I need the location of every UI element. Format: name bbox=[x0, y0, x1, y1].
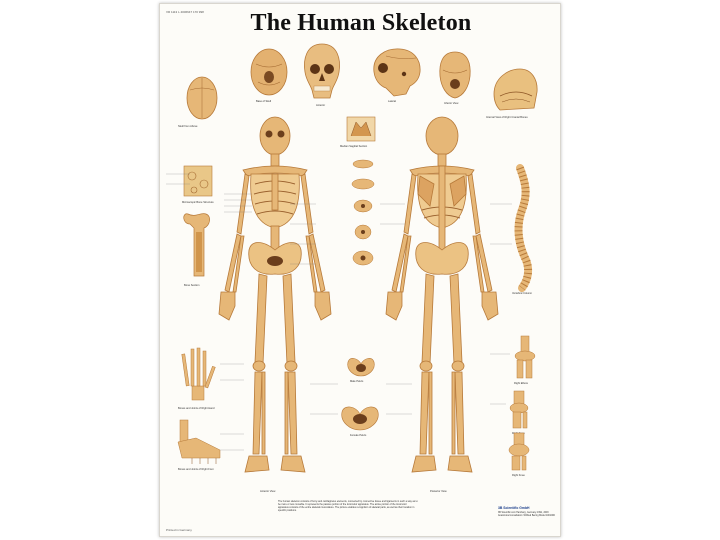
vertebral-column-figure bbox=[514, 164, 533, 292]
poster-description: The human skeleton consists of bony and … bbox=[278, 500, 418, 513]
skull-front-caption: Anterior bbox=[316, 104, 326, 107]
skull-top-caption: Skull from Above bbox=[178, 125, 198, 128]
skull-sagittal-view bbox=[493, 68, 538, 111]
femur-section-caption: Bone Section bbox=[184, 284, 200, 287]
skull-side-view bbox=[373, 48, 421, 97]
hand-bones-figure bbox=[181, 347, 216, 401]
posterior-skeleton-figure bbox=[385, 116, 499, 473]
skull-sagittal-caption: Internal View of Right Cranial Bones bbox=[486, 116, 528, 119]
foot-bones-figure bbox=[177, 419, 221, 464]
printed-in: Printed in Germany bbox=[166, 528, 192, 532]
hand-caption: Bones and Joints of Right Hand bbox=[178, 407, 215, 410]
bone-microscopic-caption: Microscopic Bone Structure bbox=[182, 201, 214, 204]
male-pelvis-figure bbox=[347, 358, 375, 377]
vertebral-column-caption: Vertebral Column bbox=[512, 292, 533, 295]
skull-base-caption: Base of Skull bbox=[256, 100, 272, 103]
female-pelvis-caption: Female Pelvis bbox=[350, 434, 367, 437]
skull-top-view bbox=[186, 76, 218, 120]
posterior-caption: Posterior View bbox=[430, 490, 447, 493]
vertebrae-details bbox=[351, 159, 375, 266]
foot-caption: Bones and Joints of Right Foot bbox=[178, 468, 214, 471]
publisher-logo: 3B Scientific GmbH bbox=[498, 506, 530, 510]
elbow-figure bbox=[514, 335, 536, 379]
male-pelvis-caption: Male Pelvis bbox=[350, 380, 364, 383]
poster-title: The Human Skeleton bbox=[250, 10, 472, 36]
knee-back-figure bbox=[508, 432, 530, 471]
median-section-figure bbox=[346, 116, 376, 142]
elbow-caption: Right Elbow bbox=[514, 382, 528, 385]
anterior-caption: Anterior View bbox=[260, 490, 276, 493]
anterior-skeleton-figure bbox=[218, 116, 332, 473]
bone-microscopic-figure bbox=[183, 165, 213, 197]
publisher-info: 3B Scientific.com Hamburg, Germany 1991,… bbox=[498, 512, 555, 517]
knee-back-caption: Right Knee bbox=[512, 474, 525, 477]
median-section-caption: Median Sagittal Section bbox=[340, 145, 368, 148]
skull-front-view bbox=[304, 43, 340, 99]
femur-section-figure bbox=[183, 213, 210, 277]
poster-code: VR 1113 L 4006647 170 998 bbox=[166, 10, 204, 14]
skull-side-caption: Lateral bbox=[388, 100, 396, 103]
female-pelvis-figure bbox=[341, 406, 379, 431]
skull-base-view bbox=[250, 48, 288, 96]
label-leader-lines bbox=[166, 173, 512, 451]
knee-front-figure bbox=[509, 390, 529, 429]
anatomy-poster: VR 1113 L 4006647 170 998 The Human Skel… bbox=[159, 3, 561, 537]
skull-inferior-caption: Inferior View bbox=[444, 102, 459, 105]
skull-inferior-view bbox=[439, 51, 471, 99]
